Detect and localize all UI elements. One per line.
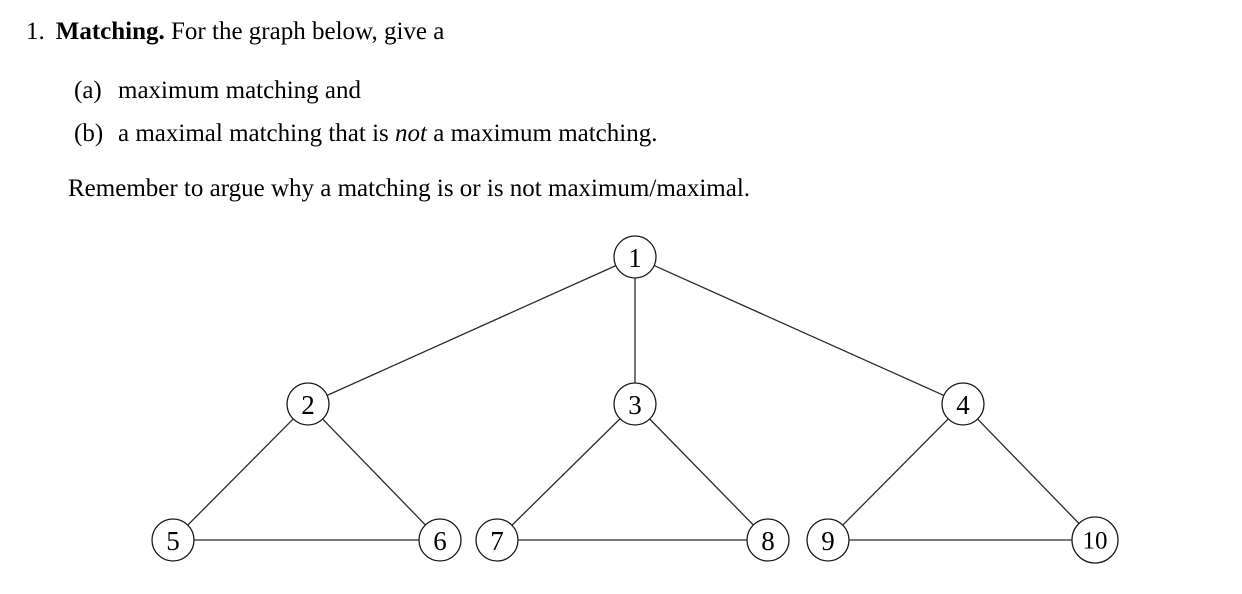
graph-node-10[interactable]: 10 [1071, 516, 1119, 564]
question-part-a: (a) maximum matching and [74, 76, 361, 106]
graph-edges [187, 264, 1080, 541]
node-circle-1 [613, 235, 657, 279]
graph-node-3[interactable]: 3 [613, 382, 657, 426]
node-circle-5 [151, 518, 195, 562]
node-circle-2 [286, 382, 330, 426]
graph-node-6[interactable]: 6 [418, 518, 462, 562]
node-label-6: 6 [433, 526, 447, 556]
graph-node-1[interactable]: 1 [613, 235, 657, 279]
graph-edge-3-7 [511, 418, 621, 526]
node-label-9: 9 [821, 526, 835, 556]
graph-edge-1-4 [653, 264, 945, 397]
node-circle-7 [475, 518, 519, 562]
node-label-3: 3 [628, 390, 642, 420]
node-label-2: 2 [301, 390, 315, 420]
node-circle-6 [418, 518, 462, 562]
node-label-4: 4 [956, 390, 970, 420]
node-label-10: 10 [1083, 528, 1108, 555]
graph-edge-3-8 [649, 418, 754, 526]
node-circle-10 [1071, 516, 1119, 564]
question-note: Remember to argue why a matching is or i… [68, 175, 751, 202]
graph-node-7[interactable]: 7 [475, 518, 519, 562]
part-b-text-after: a maximum matching. [426, 120, 658, 147]
graph-edge-4-10 [977, 418, 1080, 524]
question-number: 1. [26, 18, 45, 45]
node-circle-9 [806, 518, 850, 562]
question-stem-line: 1. Matching. For the graph below, give a [26, 17, 444, 47]
graph-edge-1-2 [326, 265, 617, 396]
graph-edge-4-9 [842, 418, 949, 526]
part-b-emphasis: not [395, 120, 427, 147]
graph-node-4[interactable]: 4 [941, 382, 985, 426]
question-title: Matching. [55, 18, 165, 45]
part-a-text: maximum matching and [118, 77, 362, 104]
node-circle-4 [941, 382, 985, 426]
part-b-text-before: a maximal matching that is [118, 120, 396, 147]
node-label-5: 5 [166, 526, 180, 556]
graph-node-5[interactable]: 5 [151, 518, 195, 562]
node-label-8: 8 [761, 526, 775, 556]
part-a-marker: (a) [74, 77, 102, 104]
question-stem-text: For the graph below, give a [171, 18, 445, 45]
question-part-b: (b) a maximal matching that is not a maxi… [74, 119, 657, 149]
node-circle-8 [746, 518, 790, 562]
graph-node-2[interactable]: 2 [286, 382, 330, 426]
graph-node-8[interactable]: 8 [746, 518, 790, 562]
node-label-7: 7 [490, 526, 504, 556]
graph-node-9[interactable]: 9 [806, 518, 850, 562]
part-b-marker: (b) [74, 120, 104, 147]
graph-nodes: 1 2 3 4 5 6 7 8 9 10 [151, 235, 1119, 564]
node-label-1: 1 [628, 243, 642, 273]
graph-edge-2-5 [187, 418, 294, 526]
question-stem: For the graph below, give a [165, 18, 445, 45]
graph-edge-2-6 [322, 418, 426, 526]
node-circle-3 [613, 382, 657, 426]
graph-diagram: 1 2 3 4 5 6 7 8 9 10 [151, 235, 1119, 564]
